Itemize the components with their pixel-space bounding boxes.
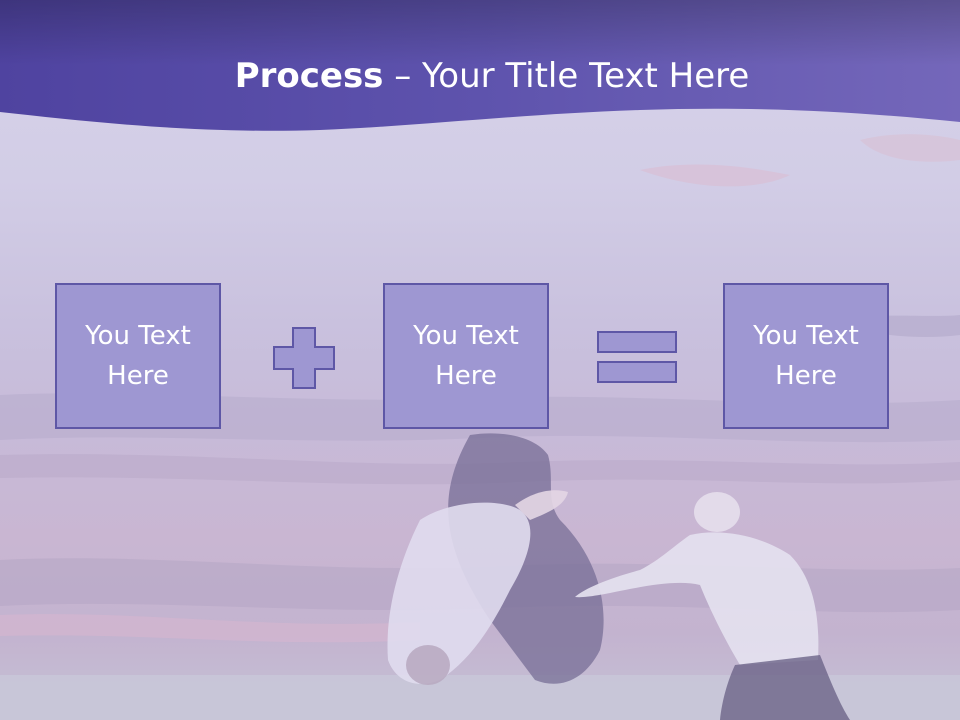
box-label: You Text Here (413, 321, 519, 391)
box-label: You Text Here (85, 321, 191, 391)
equals-icon (597, 331, 677, 383)
box-label: You Text Here (753, 321, 859, 391)
title-rest: – Your Title Text Here (383, 56, 750, 96)
plus-icon (273, 327, 335, 389)
process-box-2: You Text Here (383, 283, 549, 429)
process-box-3: You Text Here (723, 283, 889, 429)
title-banner (0, 0, 960, 131)
slide-title: Process – Your Title Text Here (0, 54, 960, 98)
title-bold: Process (234, 56, 384, 96)
process-box-1: You Text Here (55, 283, 221, 429)
